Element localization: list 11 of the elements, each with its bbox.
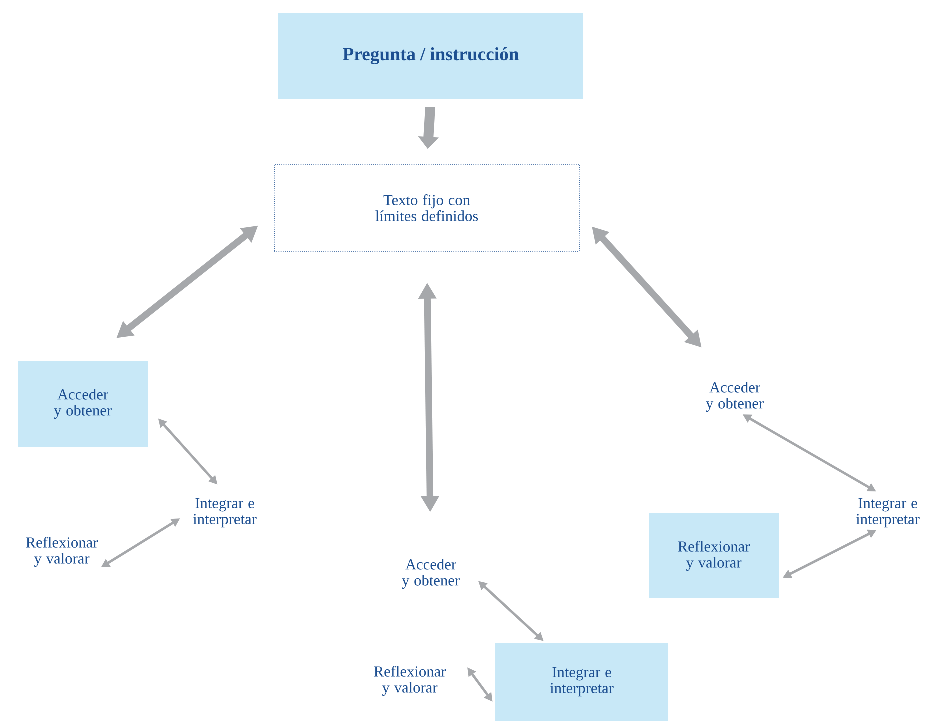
node-label: Acceder y obtener (706, 382, 764, 412)
title-box: Pregunta / instrucción (278, 13, 584, 99)
text-box: Texto fijo con límites definidos (274, 164, 580, 252)
node-label: Reflexionar y valorar (26, 536, 98, 568)
node-label: Reflexionar y valorar (374, 666, 446, 696)
node-label: Integrar e interpretar (856, 498, 920, 528)
process-box: Integrar e interpretar (496, 643, 668, 721)
node-label: Acceder y obtener (402, 559, 460, 589)
process-box: Reflexionar y valorar (649, 514, 779, 598)
node-label: Integrar e interpretar (193, 498, 257, 528)
process-box: Acceder y obtener (18, 361, 148, 447)
